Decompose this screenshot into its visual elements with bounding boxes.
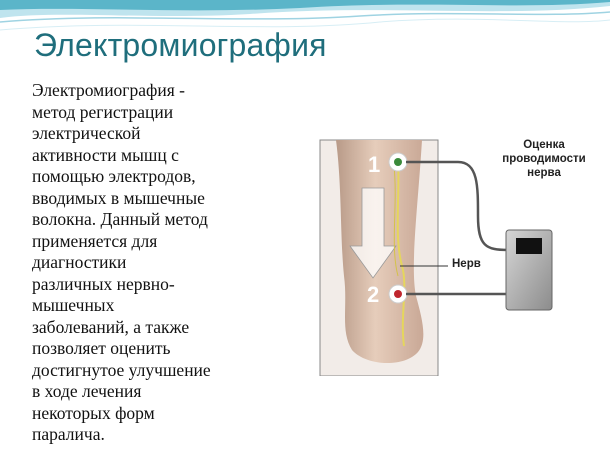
electrode-marker-1: 1 <box>368 152 381 177</box>
device-screen <box>516 238 542 254</box>
label-conduction: Оценка проводимости нерва <box>502 139 586 179</box>
header-wave-decoration <box>0 0 610 31</box>
emg-illustration <box>319 139 553 376</box>
direction-arrow <box>349 187 397 279</box>
slide-title: Электромиография <box>34 27 327 63</box>
cable-top <box>406 160 509 252</box>
slide-body-text: Электромиография - метод регистрации эле… <box>32 80 211 444</box>
electrode-marker-2: 2 <box>367 282 380 307</box>
label-nerve: Нерв <box>452 258 481 270</box>
